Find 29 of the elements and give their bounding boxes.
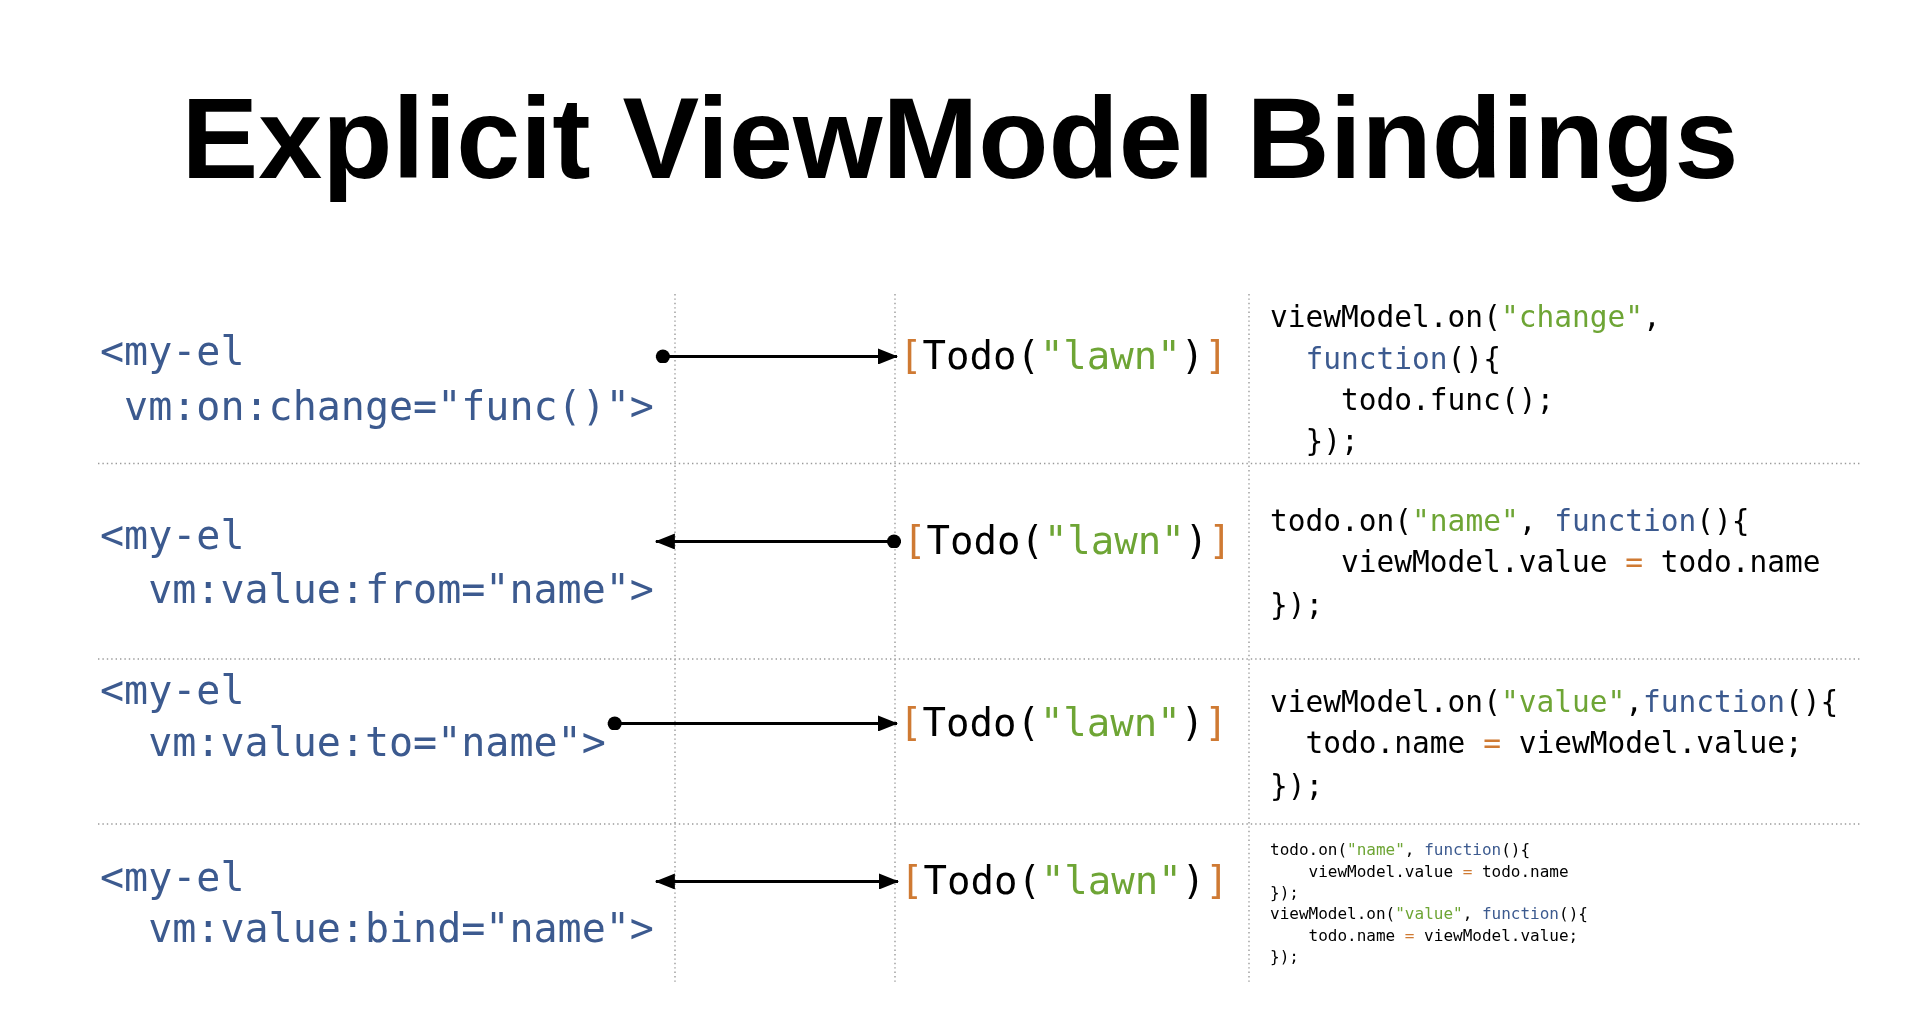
html-tag-code: <my-el vm:value:from="name"> — [100, 508, 654, 617]
code-line: }); — [1305, 424, 1359, 460]
html-tag-code: <my-el vm:on:change="func()"> — [100, 323, 654, 434]
code-line: viewModel.value = todo.name — [1341, 545, 1821, 581]
code-line: todo.func(); — [1341, 383, 1555, 419]
code-line: viewModel.on("value",function(){ — [1270, 685, 1839, 721]
double-headed-arrow — [654, 873, 899, 890]
code-line: }); — [1270, 946, 1299, 967]
viewmodel-code: [Todo("lawn")] — [899, 333, 1228, 380]
arrow — [655, 348, 898, 365]
code-line: }); — [1270, 588, 1324, 624]
html-tag-code: <my-el vm:value:to="name"> — [100, 664, 606, 769]
code-line: todo.on("name", function(){ — [1270, 504, 1750, 540]
arrow — [607, 715, 898, 732]
code-line: }); — [1270, 882, 1299, 903]
viewmodel-code: [Todo("lawn")] — [900, 858, 1229, 905]
code-line: todo.on("name", function(){ — [1270, 839, 1531, 860]
code-line: todo.name = viewModel.value; — [1308, 925, 1579, 946]
code-line: viewModel.value = todo.name — [1308, 861, 1569, 882]
arrow — [654, 533, 901, 550]
code-line: }); — [1270, 769, 1324, 805]
html-tag-code: <my-el vm:value:bind="name"> — [100, 851, 654, 954]
code-line: viewModel.on("value", function(){ — [1270, 903, 1588, 924]
viewmodel-code: [Todo("lawn")] — [899, 700, 1228, 747]
code-line: function(){ — [1305, 342, 1501, 378]
code-line: viewModel.on("change", — [1270, 300, 1661, 336]
viewmodel-code: [Todo("lawn")] — [903, 518, 1232, 565]
title: Explicit ViewModel Bindings — [181, 73, 1739, 204]
code-line: todo.name = viewModel.value; — [1305, 726, 1803, 762]
